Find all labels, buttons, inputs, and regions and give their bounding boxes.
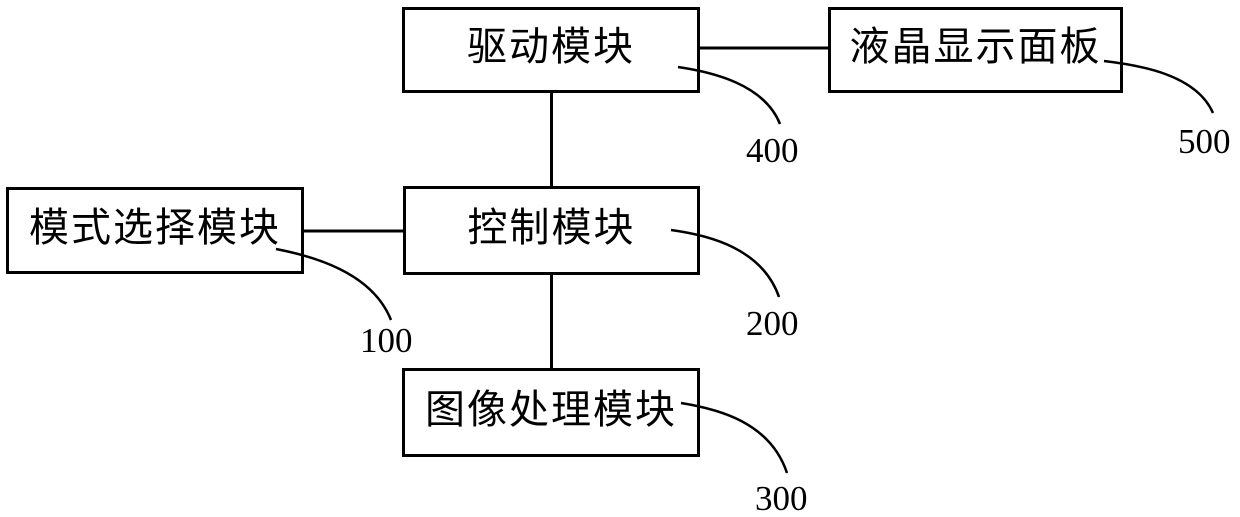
ref-label-lcd-panel: 500 (1178, 122, 1231, 161)
box-drive-module: 驱动模块 (402, 7, 700, 93)
ref-label-control-module: 200 (746, 304, 799, 343)
box-image-processing-module-label: 图像处理模块 (425, 386, 677, 432)
ref-label-image-processing: 300 (755, 479, 808, 517)
box-mode-select-module: 模式选择模块 (6, 187, 304, 274)
box-control-module-label: 控制模块 (467, 204, 636, 250)
ref-label-drive-module: 400 (746, 131, 799, 170)
box-image-processing-module: 图像处理模块 (402, 368, 700, 457)
box-lcd-panel-label: 液晶显示面板 (849, 24, 1102, 69)
box-mode-select-module-label: 模式选择模块 (29, 204, 281, 250)
box-lcd-panel: 液晶显示面板 (828, 7, 1123, 93)
box-drive-module-label: 驱动模块 (467, 24, 635, 69)
ref-label-mode-select: 100 (360, 321, 413, 360)
box-control-module: 控制模块 (403, 186, 700, 275)
